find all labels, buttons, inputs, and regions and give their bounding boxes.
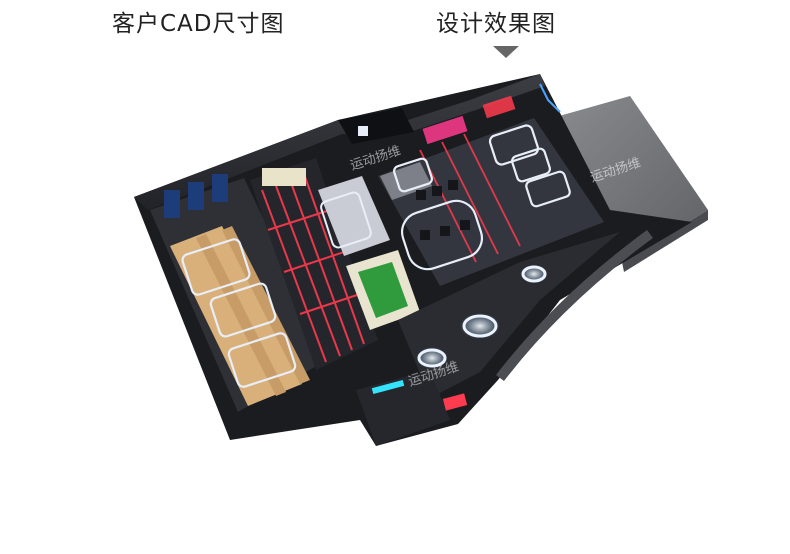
wood-court-area (150, 174, 330, 412)
active-tab-pointer (493, 46, 519, 58)
dark-room (338, 108, 414, 144)
tab-design-render[interactable]: 设计效果图 (436, 11, 556, 37)
lobby-corridor (398, 229, 653, 398)
design-render-image: 运动扬维 运动扬维 运动扬维 (134, 74, 708, 446)
laser-zone (250, 158, 378, 370)
tab-cad-drawing[interactable]: 客户CAD尺寸图 (112, 11, 285, 37)
activity-hall (378, 83, 604, 286)
entry-block (356, 370, 468, 446)
center-court (318, 176, 420, 330)
